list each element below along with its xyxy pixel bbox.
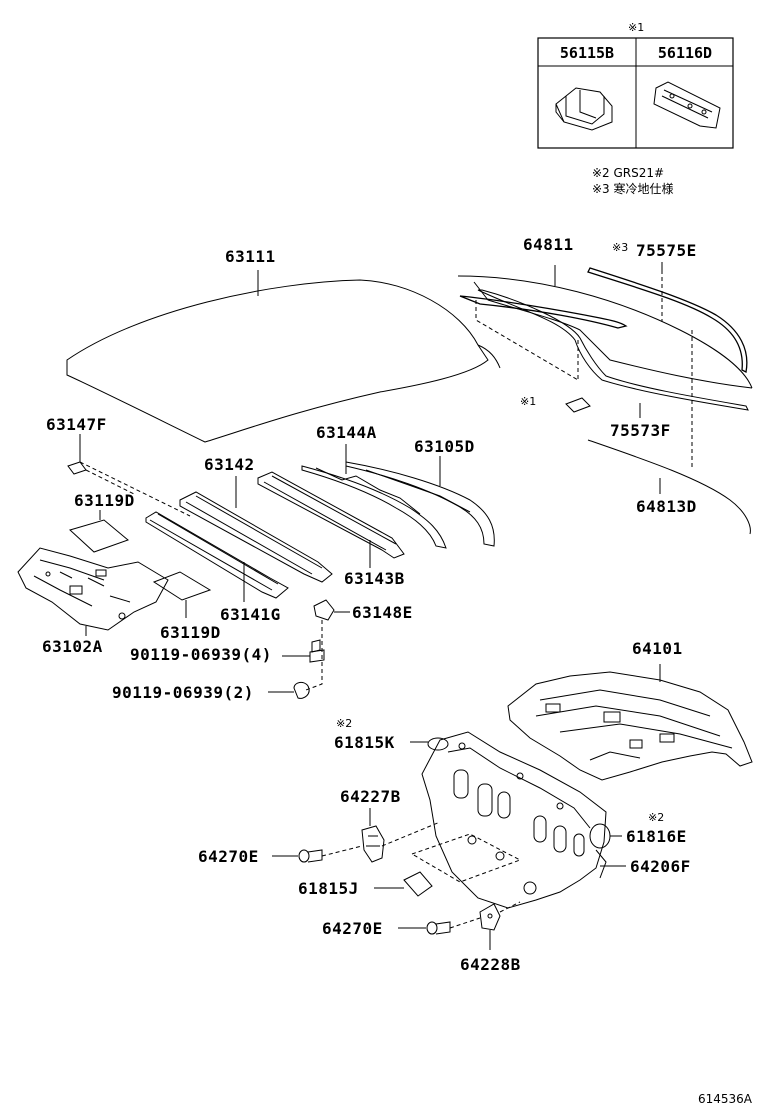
label-75573f: 75573F bbox=[610, 421, 671, 440]
mark-61815k: ※2 bbox=[336, 717, 353, 730]
label-90119-06939-2: 90119-06939(2) bbox=[112, 683, 254, 702]
label-75575e: 75575E bbox=[636, 241, 697, 260]
roof-panel-63111-drawing bbox=[66, 270, 501, 443]
plug-61816e bbox=[589, 823, 611, 849]
label-64270e-lower: 64270E bbox=[322, 919, 383, 938]
label-90119-06939-4: 90119-06939(4) bbox=[130, 645, 272, 664]
label-63141g: 63141G bbox=[220, 605, 281, 624]
pad-61815j bbox=[403, 871, 433, 897]
inset-header-56116d: 56116D bbox=[657, 44, 713, 62]
label-64813d: 64813D bbox=[636, 497, 697, 516]
inset-mark: ※1 bbox=[628, 21, 645, 34]
inset-table bbox=[537, 37, 734, 149]
label-63148e: 63148E bbox=[352, 603, 413, 622]
label-64101: 64101 bbox=[632, 639, 683, 658]
note-grs21: ※2 GRS21# bbox=[592, 166, 665, 180]
leader-dashed-right bbox=[475, 270, 693, 470]
label-64228b: 64228B bbox=[460, 955, 521, 974]
clip-56116d-drawing bbox=[653, 81, 721, 129]
screw-64270e-b bbox=[398, 921, 451, 935]
label-63119d-upper: 63119D bbox=[74, 491, 135, 510]
screw-64270e-a bbox=[272, 849, 323, 863]
label-64270e-upper: 64270E bbox=[198, 847, 259, 866]
inset-header-56115b: 56115B bbox=[559, 44, 615, 62]
label-63143b: 63143B bbox=[344, 569, 405, 588]
mark-x1-piece: ※1 bbox=[520, 395, 537, 408]
panel-64101-drawing bbox=[507, 664, 753, 781]
label-64227b: 64227B bbox=[340, 787, 401, 806]
mark-75575e: ※3 bbox=[612, 241, 629, 254]
pad-63119d-b bbox=[152, 571, 212, 601]
label-64811: 64811 bbox=[523, 235, 574, 254]
panel-64206f-drawing bbox=[421, 731, 626, 909]
panel-63102a-drawing bbox=[17, 547, 169, 636]
label-63111: 63111 bbox=[225, 247, 276, 266]
plug-61815k bbox=[427, 737, 449, 751]
weatherstrip-64811-drawing bbox=[457, 262, 753, 535]
label-61816e: 61816E bbox=[626, 827, 687, 846]
label-64206f: 64206F bbox=[630, 857, 691, 876]
label-63142: 63142 bbox=[204, 455, 255, 474]
pad-63119d-a bbox=[69, 519, 129, 553]
piece-small-x1 bbox=[565, 397, 591, 413]
label-63119d-lower: 63119D bbox=[160, 623, 221, 642]
label-63105d: 63105D bbox=[414, 437, 475, 456]
label-63102a: 63102A bbox=[42, 637, 103, 656]
mark-61816e: ※2 bbox=[648, 811, 665, 824]
bolt-90119-4 bbox=[282, 639, 325, 663]
label-63144a: 63144A bbox=[316, 423, 377, 442]
figure-code: 614536A bbox=[697, 1092, 752, 1106]
bolt-90119-2 bbox=[268, 681, 310, 699]
clip-56115b-drawing bbox=[555, 87, 613, 131]
clip-64227b-drawing bbox=[361, 808, 385, 863]
label-63147f: 63147F bbox=[46, 415, 107, 434]
clip-64228b-drawing bbox=[479, 903, 501, 950]
bracket-63148e bbox=[313, 599, 335, 621]
label-61815k: 61815K bbox=[334, 733, 395, 752]
roof-bows-drawing bbox=[145, 444, 495, 602]
note-cold-region: ※3 寒冷地仕様 bbox=[592, 182, 674, 196]
label-61815j: 61815J bbox=[298, 879, 359, 898]
